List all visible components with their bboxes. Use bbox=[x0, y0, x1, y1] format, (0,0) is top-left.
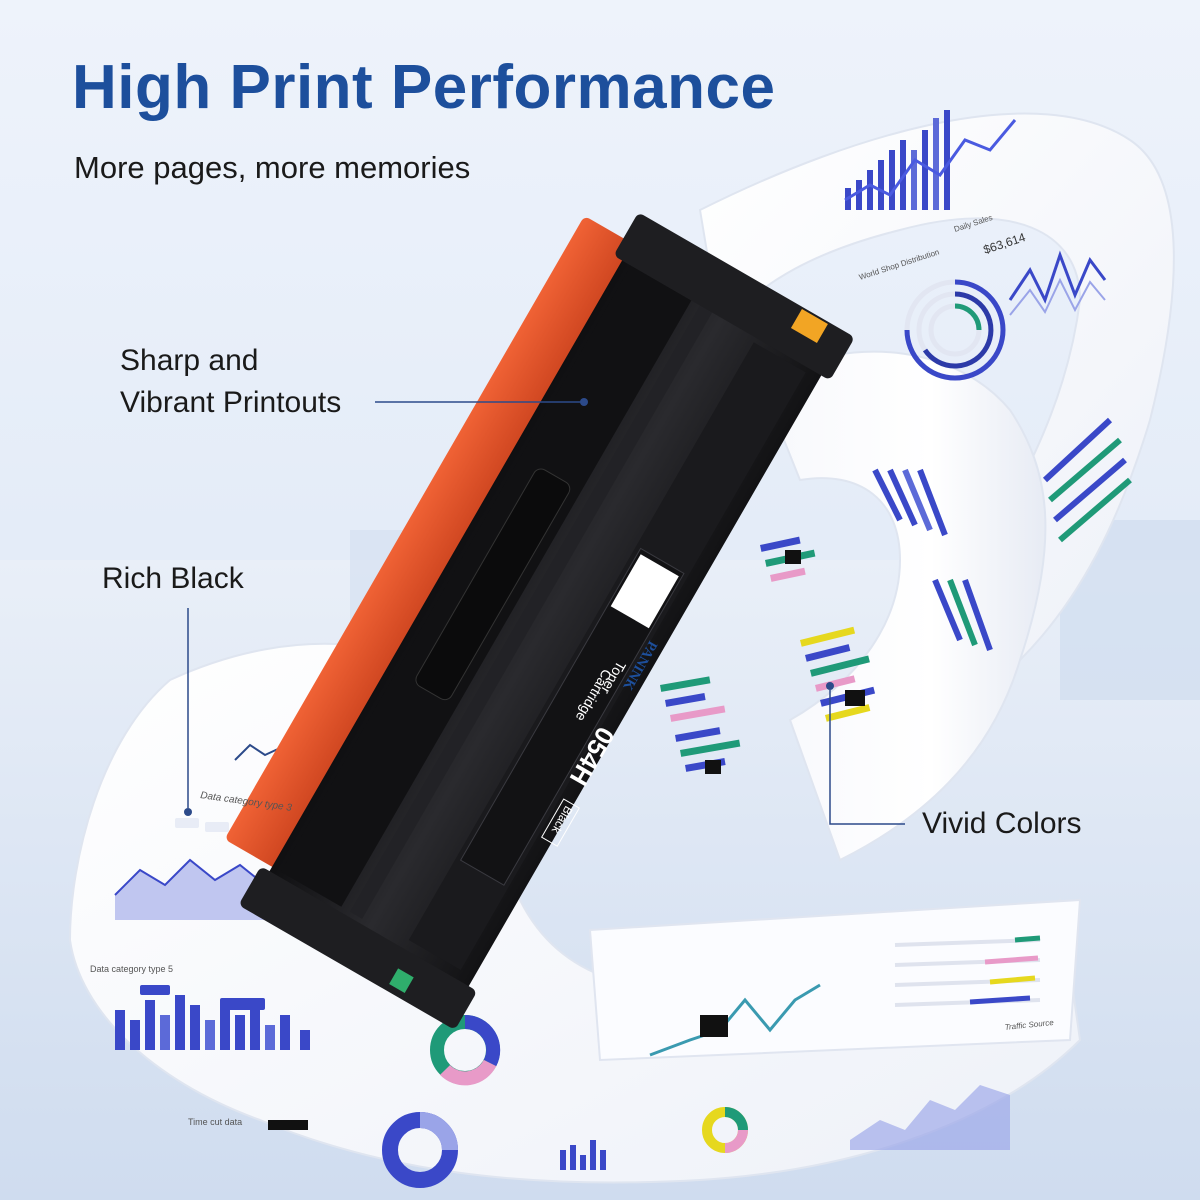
gear-icon bbox=[389, 968, 414, 994]
bar bbox=[933, 118, 939, 210]
blue-histogram bbox=[115, 995, 310, 1050]
bar bbox=[911, 150, 917, 210]
black-marker bbox=[700, 1015, 728, 1037]
donut-chart bbox=[702, 1107, 748, 1153]
tag bbox=[140, 985, 170, 995]
tag bbox=[220, 998, 265, 1010]
slanted-bars bbox=[872, 468, 993, 652]
toner-cartridge bbox=[226, 214, 853, 1028]
tag bbox=[175, 818, 199, 828]
ring-chart bbox=[904, 279, 1006, 381]
bar bbox=[856, 180, 862, 210]
page-label: World Shop Distribution bbox=[858, 247, 941, 281]
leader-dot bbox=[580, 398, 588, 406]
page-subtitle: More pages, more memories bbox=[74, 150, 471, 185]
page-label: Data category type 5 bbox=[90, 964, 173, 974]
zigzag-line bbox=[1008, 250, 1107, 304]
bar bbox=[889, 150, 895, 210]
black-marker bbox=[268, 1120, 308, 1130]
callout-text: Rich Black bbox=[102, 562, 244, 595]
cartridge-ridge bbox=[350, 305, 713, 919]
area-chart bbox=[850, 1085, 1010, 1150]
callout-text: Sharp and bbox=[120, 344, 259, 377]
donut-chart bbox=[430, 1014, 501, 1086]
black-marker bbox=[705, 760, 721, 774]
chip-contact bbox=[790, 308, 828, 344]
bar bbox=[867, 170, 873, 210]
callout-text: Vivid Colors bbox=[922, 807, 1082, 840]
diagonal-bars bbox=[1042, 417, 1132, 543]
callout-rich-black: Rich Black bbox=[102, 558, 244, 600]
leader-dot bbox=[826, 682, 834, 690]
cartridge-label bbox=[459, 547, 685, 886]
cartridge-handle bbox=[415, 468, 571, 701]
callout-sharp-vibrant: Sharp and Vibrant Printouts bbox=[120, 340, 341, 424]
black-marker bbox=[785, 550, 801, 564]
bar bbox=[878, 160, 884, 210]
page-value: $63,614 bbox=[982, 230, 1028, 257]
black-marker bbox=[845, 690, 865, 706]
leader-dot bbox=[184, 808, 192, 816]
legend-bars bbox=[894, 935, 1041, 1007]
line-trend bbox=[844, 119, 1017, 202]
color-badge-border bbox=[540, 798, 580, 847]
ribbon-surface bbox=[698, 112, 1175, 663]
grouped-bars bbox=[660, 536, 876, 774]
cartridge-orange-rail bbox=[226, 217, 643, 873]
cartridge-end-cap bbox=[615, 214, 853, 379]
cartridge-end-cap bbox=[240, 868, 476, 1028]
bar bbox=[922, 130, 928, 210]
callout-text: Vibrant Printouts bbox=[120, 386, 342, 419]
tag bbox=[205, 822, 229, 832]
zigzag-line bbox=[1009, 277, 1106, 316]
donut-chart bbox=[382, 1112, 458, 1188]
bar bbox=[944, 110, 950, 210]
leader-line-vivid bbox=[829, 690, 905, 825]
small-bars bbox=[560, 1140, 606, 1170]
page-label: Time cut data bbox=[188, 1117, 242, 1127]
line-chart bbox=[649, 983, 821, 1057]
ribbon-surface bbox=[758, 350, 1047, 862]
upper-ribbon-pages bbox=[660, 110, 1175, 862]
callout-lines bbox=[184, 398, 905, 825]
callout-vivid-colors: Vivid Colors bbox=[922, 803, 1082, 845]
page-title: High Print Performance bbox=[72, 53, 776, 122]
cartridge-body bbox=[260, 238, 833, 1005]
brand-label bbox=[610, 554, 679, 629]
